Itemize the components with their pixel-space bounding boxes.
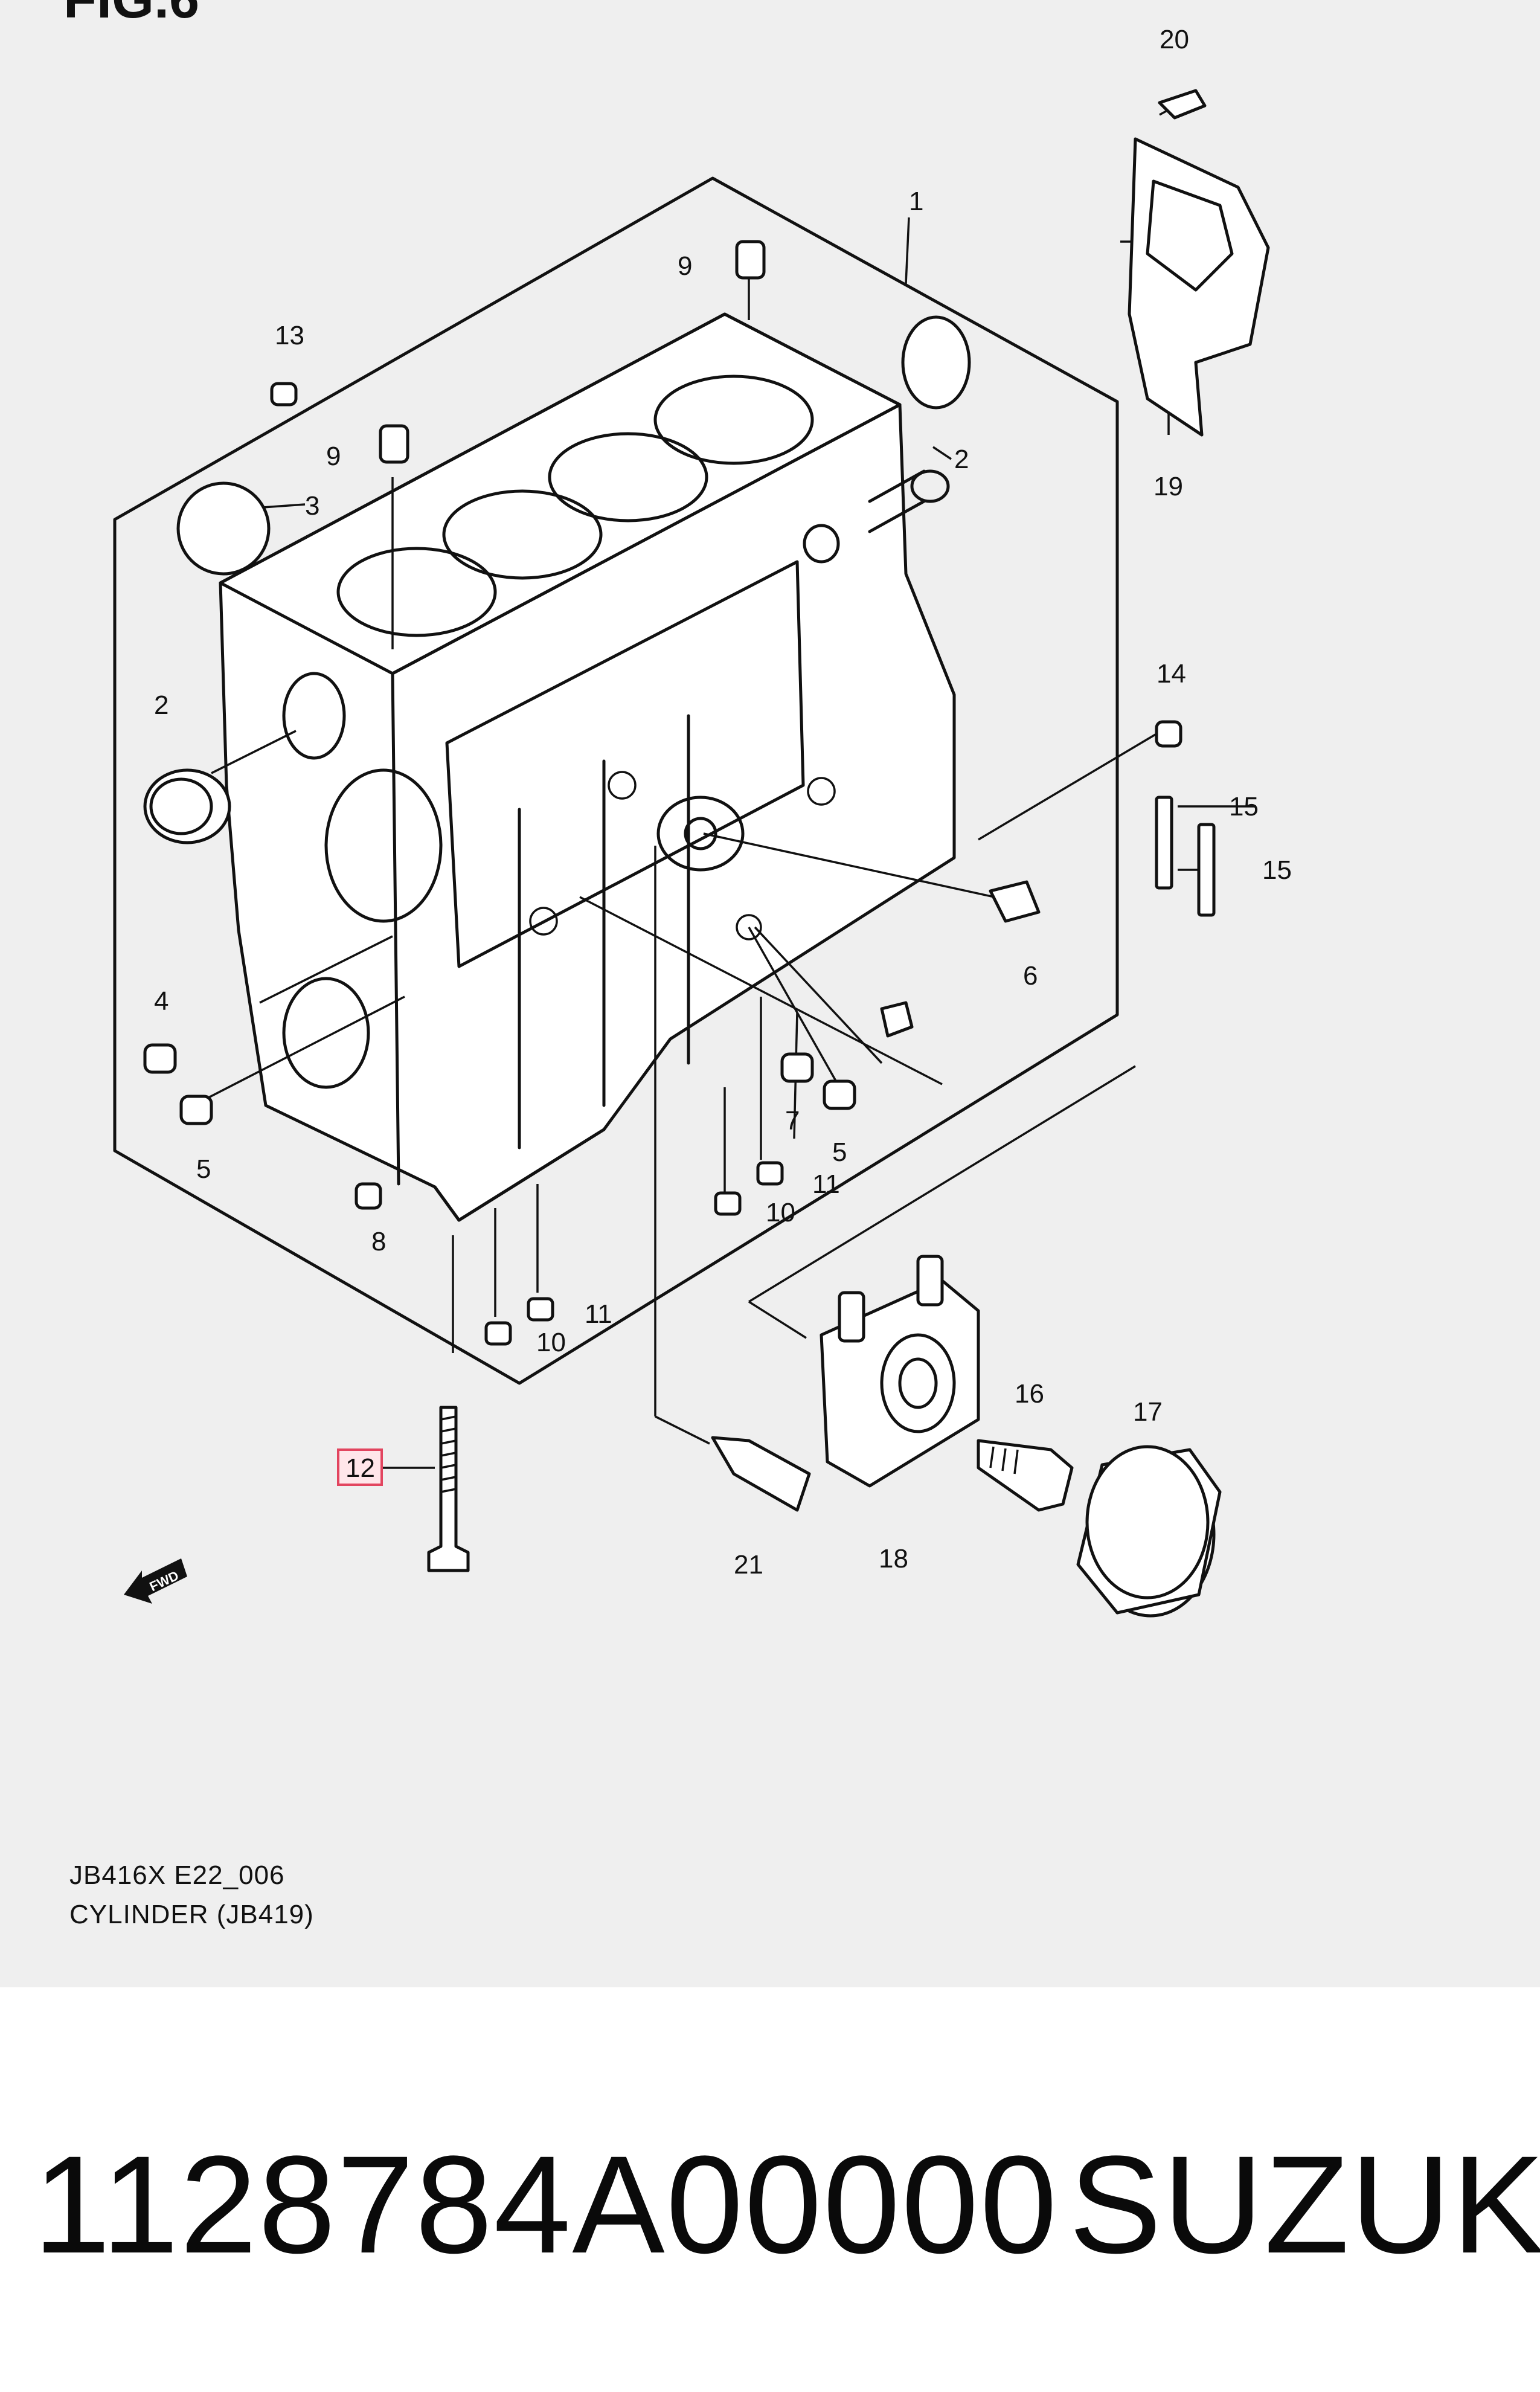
small-parts xyxy=(143,240,1216,1572)
cylinder-block xyxy=(219,312,956,1222)
callout-13[interactable]: 13 xyxy=(275,321,304,350)
callout-3[interactable]: 3 xyxy=(305,491,319,521)
callout-18[interactable]: 18 xyxy=(879,1544,908,1574)
callout-17[interactable]: 17 xyxy=(1133,1397,1163,1427)
figure-label: FIG.6 xyxy=(63,0,199,31)
callout-6[interactable]: 6 xyxy=(1023,961,1038,991)
callout-10a[interactable]: 10 xyxy=(766,1198,795,1227)
union-bolt xyxy=(977,1439,1074,1512)
bracket-assembly xyxy=(1128,89,1270,437)
callout-10b[interactable]: 10 xyxy=(536,1328,566,1357)
diagram-title: CYLINDER (JB419) xyxy=(69,1900,314,1929)
callout-1[interactable]: 1 xyxy=(909,187,923,216)
brand-name: SUZUKI xyxy=(1069,2127,1540,2282)
callout-11b[interactable]: 11 xyxy=(585,1299,612,1329)
callout-20[interactable]: 20 xyxy=(1160,25,1189,54)
callout-2b[interactable]: 2 xyxy=(154,690,168,720)
callout-5a[interactable]: 5 xyxy=(196,1154,211,1184)
block-group-outline xyxy=(113,176,1119,1385)
callout-7[interactable]: 7 xyxy=(785,1106,800,1136)
callout-19[interactable]: 19 xyxy=(1153,472,1183,501)
callout-4[interactable]: 4 xyxy=(154,986,168,1016)
highlight-box xyxy=(337,1448,383,1486)
callout-16[interactable]: 16 xyxy=(1015,1379,1044,1409)
callout-21[interactable]: 21 xyxy=(734,1550,763,1580)
callout-2a[interactable]: 2 xyxy=(954,445,969,474)
callout-5b[interactable]: 5 xyxy=(832,1137,847,1167)
forward-direction-arrow: FWD xyxy=(124,1558,187,1604)
callout-12[interactable]: 12 xyxy=(345,1453,375,1483)
callout-9a[interactable]: 9 xyxy=(678,251,692,281)
oil-filter xyxy=(1076,1445,1222,1618)
callout-14[interactable]: 14 xyxy=(1157,659,1186,689)
callout-9b[interactable]: 9 xyxy=(326,442,341,471)
callout-15b[interactable]: 15 xyxy=(1262,855,1292,885)
callout-8[interactable]: 8 xyxy=(371,1227,386,1256)
callout-15a[interactable]: 15 xyxy=(1229,792,1259,821)
oil-cooler xyxy=(820,1255,980,1488)
callout-numbers: 1 2 2 3 4 5 5 6 7 8 9 9 10 10 11 11 12 1… xyxy=(154,25,1292,1580)
diagram-reference-code: JB416X E22_006 xyxy=(69,1860,285,1890)
callout-11a[interactable]: 11 xyxy=(812,1169,840,1199)
exploded-view-drawing: FWD 1 2 2 3 4 5 5 6 7 8 9 9 10 10 11 11 … xyxy=(113,25,1292,1618)
part-number: 1128784A00000 xyxy=(33,2127,1059,2282)
